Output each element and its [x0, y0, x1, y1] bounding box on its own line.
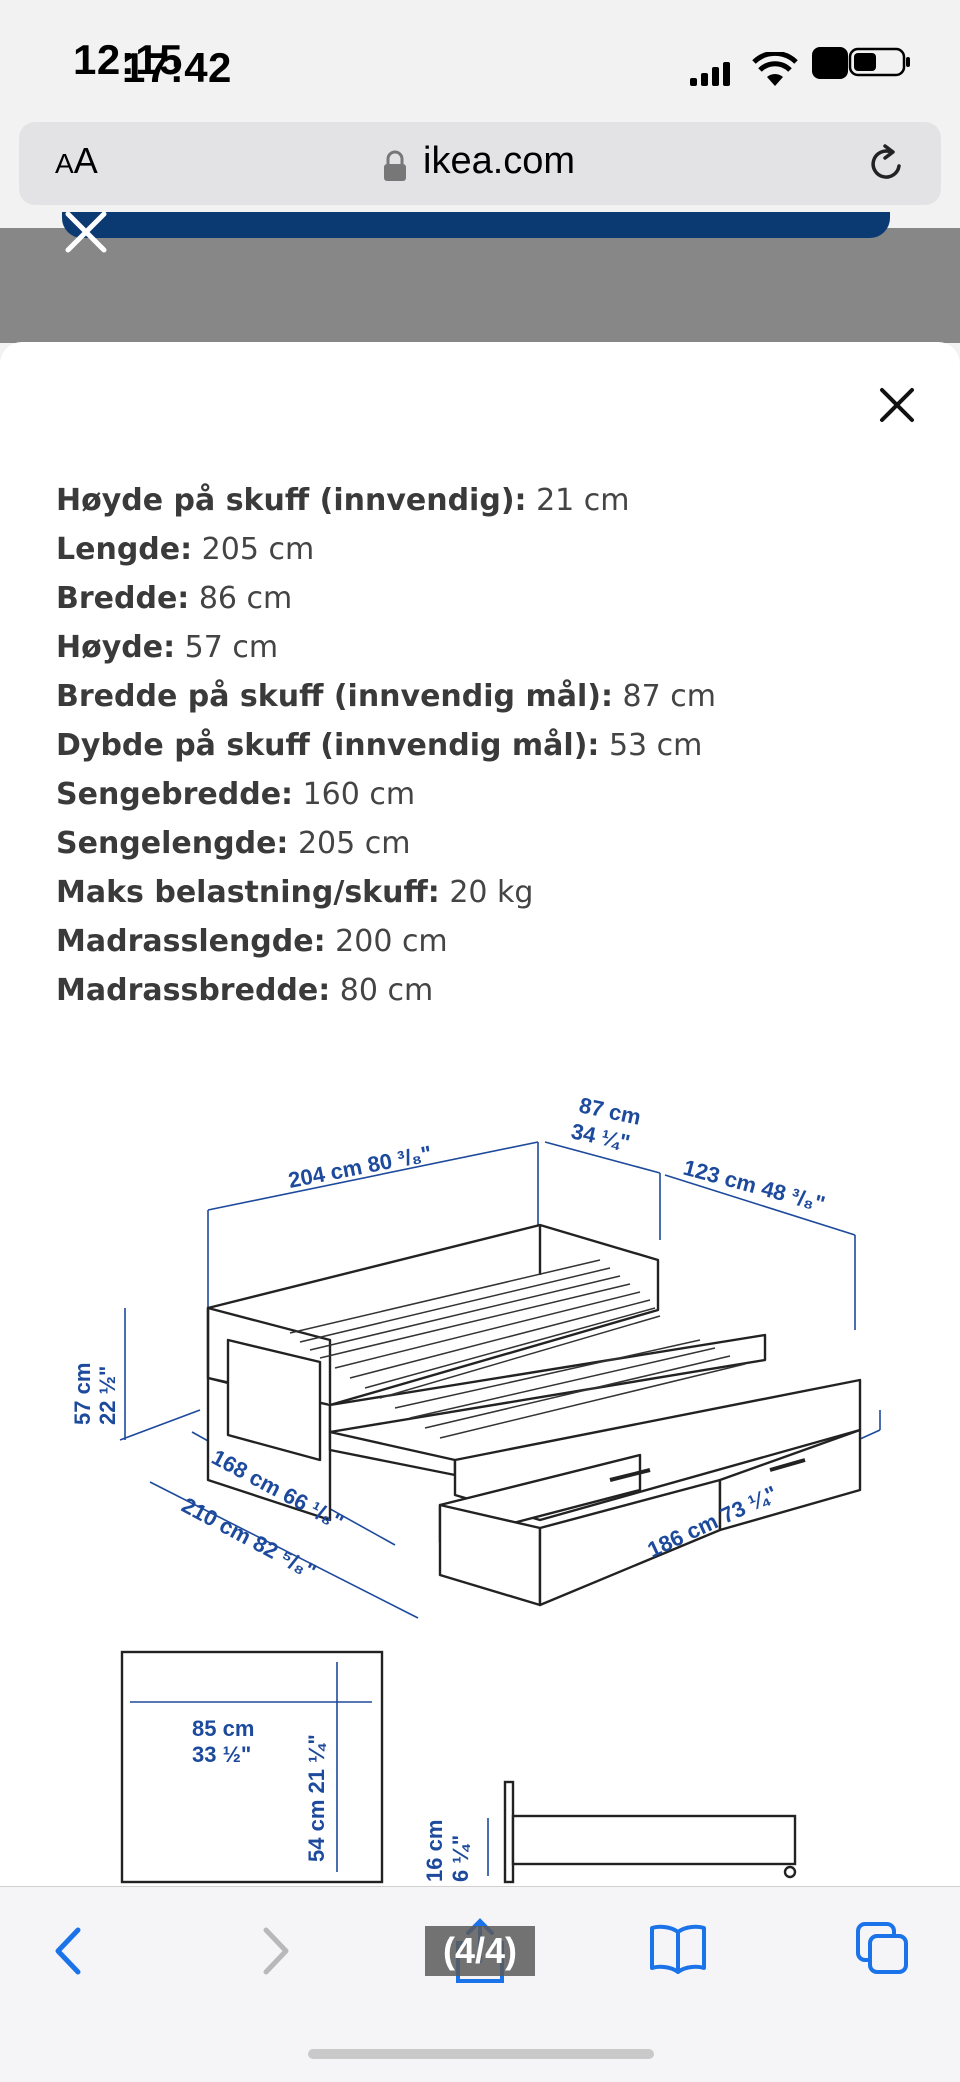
close-icon[interactable] — [64, 210, 108, 254]
background-page-banner — [62, 212, 890, 238]
bookmarks-icon[interactable] — [648, 1922, 708, 1974]
spec-row: Høyde på skuff (innvendig): 21 cm — [56, 483, 630, 518]
spec-row: Høyde: 57 cm — [56, 630, 279, 665]
page-counter: (4/4) — [425, 1926, 535, 1976]
spec-row: Madrasslengde: 200 cm — [56, 924, 448, 959]
drawer-height-in-label: 6 ¼" — [448, 1835, 473, 1882]
reload-icon[interactable] — [865, 142, 909, 186]
battery-icon — [812, 47, 910, 79]
lock-icon — [384, 150, 406, 181]
drawer-height-cm-label: 16 cm — [422, 1820, 447, 1882]
status-time: 12:15 — [73, 36, 183, 83]
spec-row: Bredde på skuff (innvendig mål): 87 cm — [56, 679, 716, 714]
close-sheet-button[interactable] — [876, 384, 918, 426]
back-icon[interactable] — [50, 1926, 86, 1976]
cellular-signal-icon — [690, 62, 730, 86]
status-time-overlay: 17:42 — [122, 44, 232, 91]
dimension-spec-list: Høyde på skuff (innvendig): 21 cm Lengde… — [56, 478, 916, 1017]
spec-row: Maks belastning/skuff: 20 kg — [56, 875, 534, 910]
tabs-icon[interactable] — [854, 1920, 910, 1976]
dim-extended-width-label: 123 cm 48 ³/₈" — [681, 1155, 828, 1217]
drawer-width-in-label: 33 ½" — [192, 1742, 251, 1767]
home-indicator — [308, 2049, 654, 2059]
url-text[interactable]: ikea.com — [423, 140, 576, 182]
status-bar: 12:15 17:42 4G — [0, 0, 960, 120]
forward-icon[interactable] — [258, 1926, 294, 1976]
background-dim-overlay — [0, 228, 960, 343]
spec-row: Lengde: 205 cm — [56, 532, 315, 567]
spec-row: Sengelengde: 205 cm — [56, 826, 411, 861]
spec-row: Bredde: 86 cm — [56, 581, 293, 616]
spec-row: Sengebredde: 160 cm — [56, 777, 416, 812]
dim-length-top-label: 204 cm 80 ³/₈" — [286, 1141, 434, 1193]
drawer-depth-label: 54 cm 21 ¼" — [304, 1734, 329, 1862]
dim-height-cm-label: 57 cm — [70, 1363, 95, 1425]
drawer-width-cm-label: 85 cm — [192, 1716, 254, 1741]
spec-row: Madrassbredde: 80 cm — [56, 973, 434, 1008]
wifi-icon — [752, 52, 798, 86]
dim-height-in-label: 22 ½" — [95, 1366, 120, 1425]
bed-dimension-drawing: 204 cm 80 ³/₈" 87 cm 34 ¼" 123 cm 48 ³/₈… — [70, 1092, 881, 1884]
product-dimensions-sheet — [0, 342, 960, 1892]
spec-row: Dybde på skuff (innvendig mål): 53 cm — [56, 728, 703, 763]
